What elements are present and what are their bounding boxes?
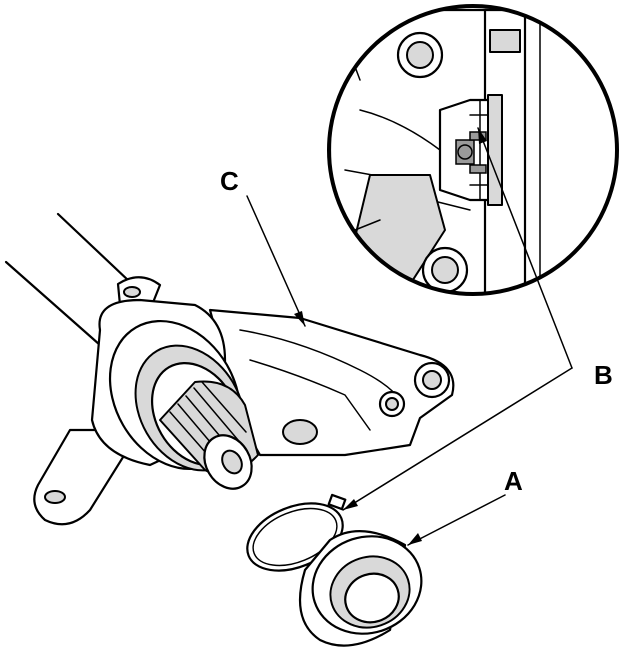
leader-b-lower [342,367,573,511]
callout-c: C [220,166,239,196]
leader-a [407,494,506,546]
callout-a: A [504,466,523,496]
callout-leaders [246,127,573,546]
drive-shaft-icon [4,212,132,347]
magnified-detail-circle-icon [327,4,619,296]
dust-seal-icon [298,530,423,647]
snap-ring-icon [246,493,347,572]
leader-c [246,195,306,327]
callout-b: B [594,360,613,390]
leader-b-upper [477,127,573,369]
bearing-support-bracket-icon [33,276,455,526]
